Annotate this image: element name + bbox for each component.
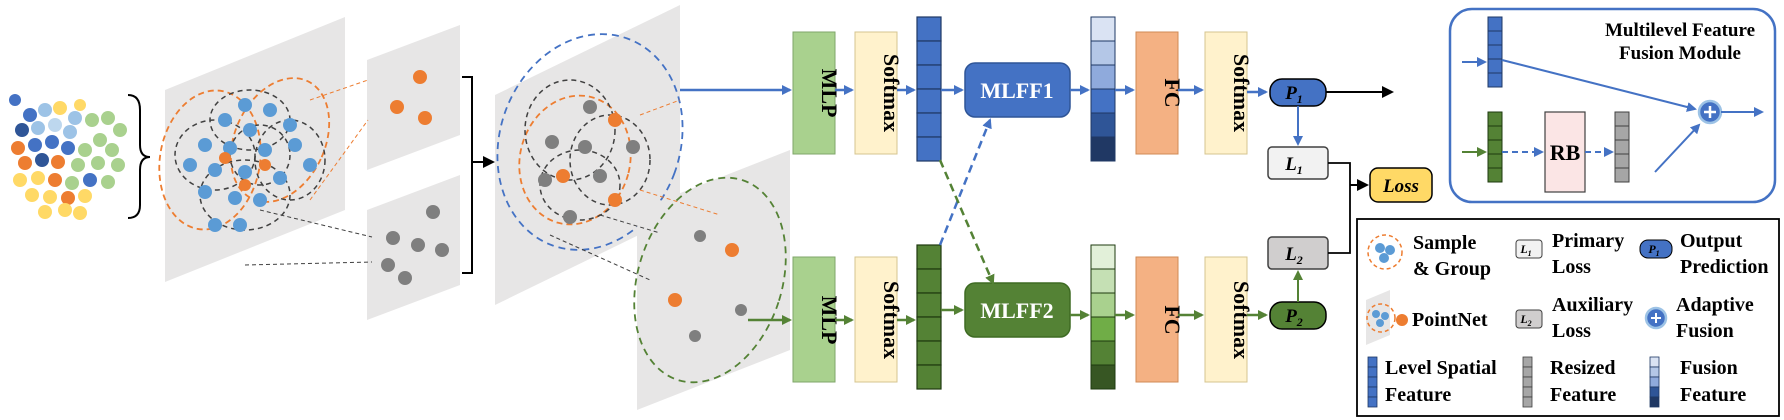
input-brace — [127, 94, 151, 219]
legend-aux-loss-1: Auxiliary — [1552, 294, 1633, 316]
legend-output-pred-1: Output — [1680, 230, 1743, 252]
softmax-top-block-2 — [1204, 31, 1248, 155]
fc-bottom-label: FC — [1160, 305, 1185, 334]
primary-loss-icon — [1515, 239, 1543, 259]
legend-sample-group-1: Sample — [1413, 232, 1476, 254]
fusion-feature-icon — [1649, 356, 1660, 408]
mlp-top-block — [792, 31, 836, 155]
level-spatial-feature-icon — [1367, 356, 1378, 408]
rb-block — [1544, 111, 1586, 193]
legend-primary-loss-2: Loss — [1552, 256, 1591, 278]
mlp-bottom-block — [792, 256, 836, 383]
loss-node — [1369, 167, 1433, 203]
fc-bottom-block — [1135, 256, 1179, 383]
rb-label: RB — [1550, 140, 1581, 165]
plane-level3 — [633, 150, 790, 410]
legend-level-spatial-1: Level Spatial — [1385, 357, 1497, 379]
mlff-module-panel: Multilevel Feature Fusion Module RB — [1448, 7, 1777, 204]
legend-sample-group-2: & Group — [1413, 258, 1491, 280]
l1-label: L1 — [1284, 154, 1303, 177]
plane-level2 — [495, 5, 684, 305]
legend-primary-loss-1: Primary — [1552, 230, 1624, 252]
plane-sampled-centroids — [367, 25, 460, 170]
legend-adaptive-1: Adaptive — [1676, 294, 1754, 316]
legend-level-spatial-2: Feature — [1385, 384, 1451, 406]
legend-aux-loss-2: Loss — [1552, 320, 1591, 342]
legend-resized-2: Feature — [1550, 384, 1616, 406]
output-prediction-icon — [1639, 239, 1673, 259]
legend-resized-1: Resized — [1550, 357, 1616, 379]
primary-loss-icon-text: L1 — [1519, 242, 1531, 258]
legend-fusion-1: Fusion — [1680, 357, 1738, 379]
level-spatial-feature-top — [916, 16, 942, 162]
legend-pointnet: PointNet — [1412, 309, 1488, 331]
fusion-feature-bottom — [1090, 244, 1116, 390]
plane-pointnet-features — [367, 175, 460, 320]
module-title-line1: Multilevel Feature — [1605, 20, 1755, 41]
softmax-top-block — [854, 31, 898, 155]
fc-top-block — [1135, 31, 1179, 155]
fusion-feature-top — [1090, 16, 1116, 162]
softmax-bottom-block — [854, 256, 898, 383]
plane-level1 — [158, 17, 345, 282]
legend-panel: Sample & Group L1 Primary Loss P1 Output… — [1356, 218, 1780, 417]
loss-label: Loss — [1382, 176, 1419, 197]
softmax-top-label: Softmax — [879, 54, 904, 132]
p2-label: P2 — [1284, 306, 1303, 329]
legend-fusion-2: Feature — [1680, 384, 1746, 406]
l2-label: L2 — [1284, 244, 1303, 267]
mlp-top-label: MLP — [817, 69, 842, 118]
auxiliary-loss-icon-text: L2 — [1519, 312, 1531, 328]
softmax-bottom-block-2 — [1204, 256, 1248, 383]
fc-top-label: FC — [1160, 78, 1185, 107]
mlff1-label: MLFF1 — [980, 78, 1053, 103]
legend-output-pred-2: Prediction — [1680, 256, 1769, 278]
mlff2-block — [964, 282, 1071, 338]
pointnet-icon — [1366, 290, 1390, 345]
p1-label: P1 — [1284, 83, 1303, 106]
resized-feature-icon — [1522, 356, 1533, 408]
output-prediction-icon-text: P1 — [1648, 242, 1659, 258]
softmax-bottom-label-2: Softmax — [1229, 281, 1254, 359]
input-point-cloud — [9, 94, 127, 220]
sample-group-icon — [1367, 234, 1403, 270]
module-title-line2: Fusion Module — [1619, 43, 1741, 64]
level-spatial-feature-bottom — [916, 244, 942, 390]
legend-adaptive-2: Fusion — [1676, 320, 1734, 342]
auxiliary-loss-icon — [1515, 309, 1543, 329]
mlff2-label: MLFF2 — [980, 298, 1053, 323]
